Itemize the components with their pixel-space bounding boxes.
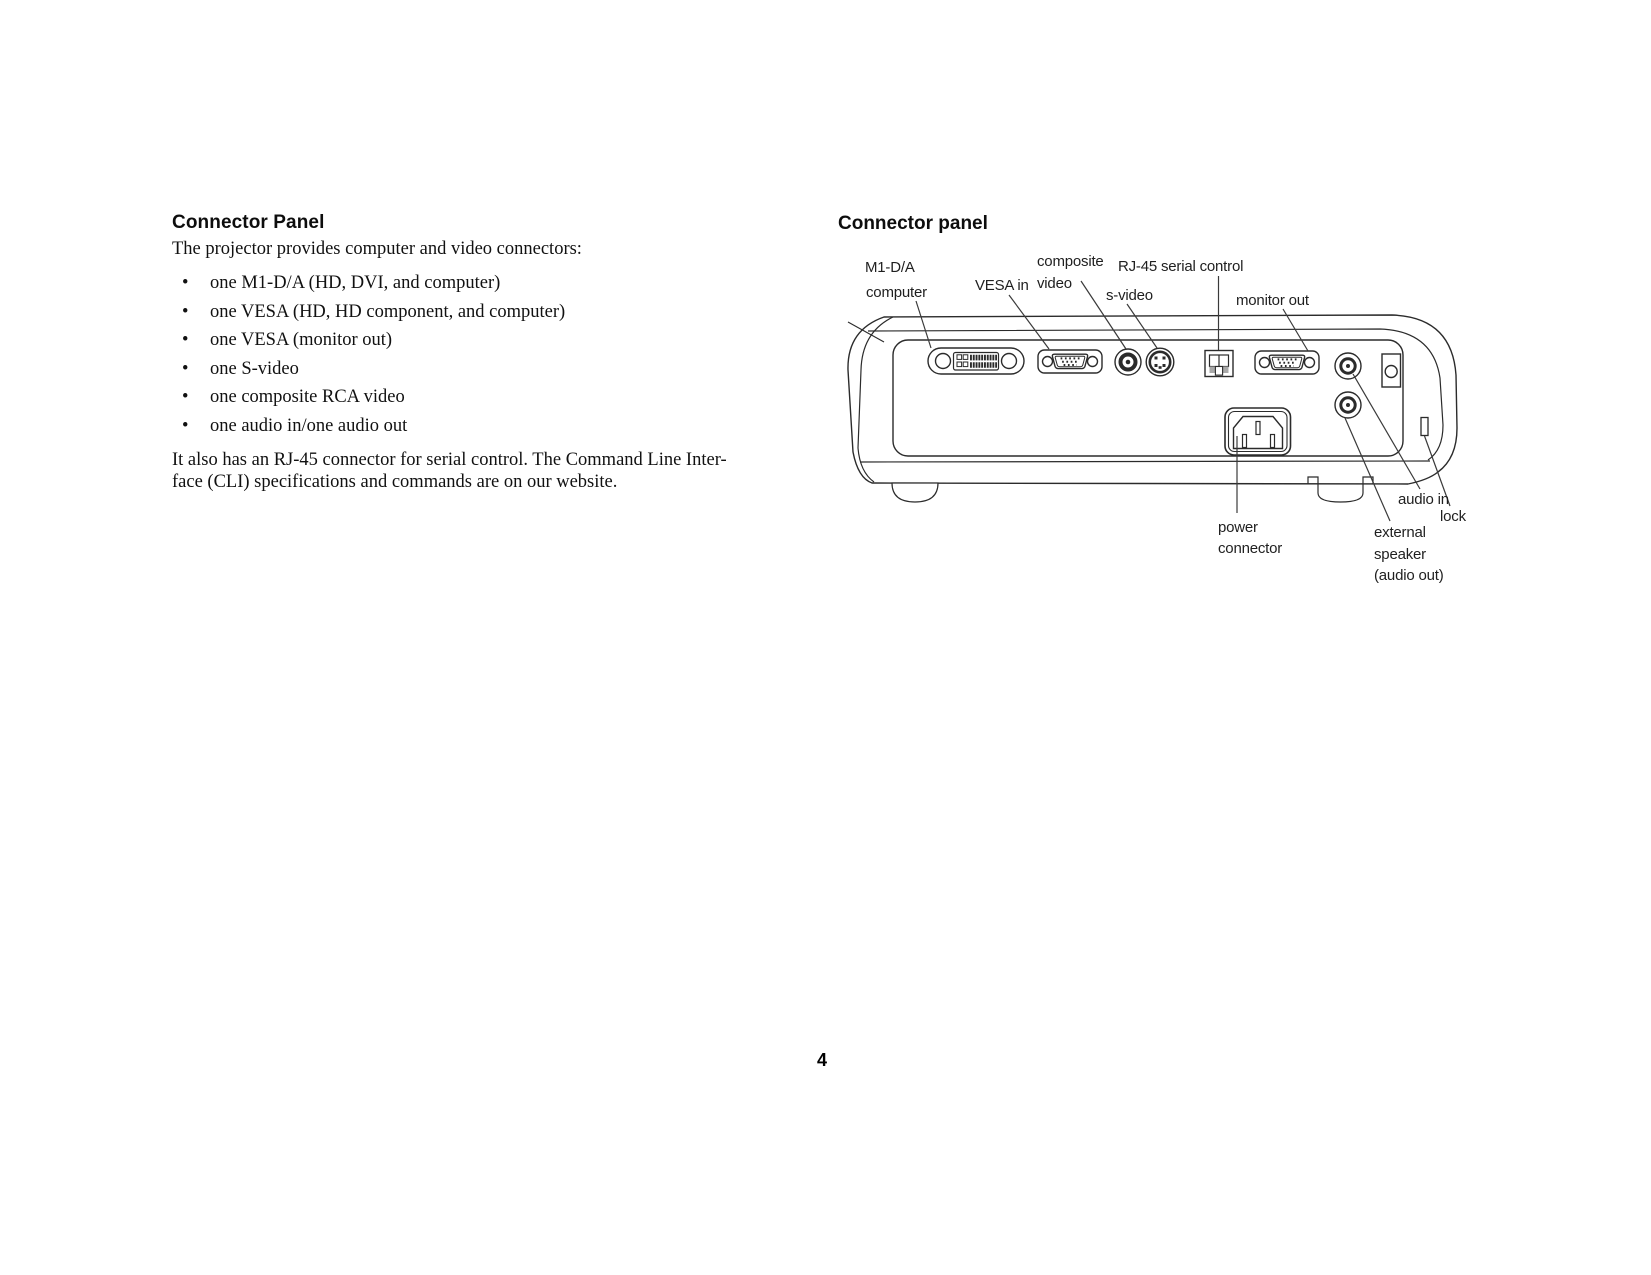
svideo-label: s-video (1106, 287, 1153, 304)
monitor-out-label: monitor out (1236, 292, 1310, 309)
power-label: power (1218, 519, 1258, 536)
list-item: one VESA (HD, HD component, and computer… (172, 298, 565, 327)
audio-in-leader-line (1352, 373, 1421, 490)
list-item: one composite RCA video (172, 383, 565, 412)
m1-da-connector (927, 347, 1025, 375)
body-paragraph: It also has an RJ-45 connector for seria… (172, 449, 727, 494)
composite-leader-line (1080, 280, 1127, 350)
m1-label: computer (866, 284, 927, 301)
list-item: one VESA (monitor out) (172, 326, 565, 355)
section-heading: Connector Panel (172, 212, 325, 233)
vesa-in-label: VESA in (975, 277, 1029, 294)
paragraph-line: face (CLI) specifications and commands a… (172, 472, 618, 493)
lock-leader-line (1423, 435, 1451, 507)
leader-lines (915, 276, 1451, 522)
text-column: Connector Panel The projector provides c… (172, 212, 812, 492)
composite-video-connector (1114, 348, 1142, 376)
unlabeled-port (1381, 353, 1402, 388)
vesa-leader-line (1008, 294, 1050, 350)
intro-text: The projector provides computer and vide… (172, 239, 582, 259)
rj45-label: RJ-45 serial control (1118, 258, 1243, 275)
svideo-leader-line (1126, 303, 1158, 349)
left-foot (891, 482, 939, 503)
external-speaker-label: external (1374, 524, 1426, 541)
diagram-heading: Connector panel (838, 213, 988, 234)
m1-leader-line (915, 300, 932, 349)
s-video-connector (1145, 347, 1175, 377)
monitor-leader-line (1282, 308, 1309, 352)
external-speaker-label: speaker (1374, 546, 1426, 563)
list-item: one S-video (172, 355, 565, 384)
external-speaker-label: (audio out) (1374, 567, 1444, 584)
external-speaker-leader-line (1344, 417, 1391, 522)
lock-label: lock (1440, 508, 1467, 525)
right-foot (1307, 476, 1374, 503)
power-connector (1224, 407, 1292, 456)
audio-in-label: audio in (1398, 491, 1449, 508)
composite-label: video (1037, 275, 1072, 292)
rj45-connector (1204, 349, 1234, 378)
power-label: connector (1218, 540, 1282, 557)
lock-slot (1420, 416, 1429, 437)
page-number: 4 (816, 1050, 827, 1070)
m1-label: M1-D/A (865, 259, 915, 276)
composite-label: composite (1037, 253, 1104, 270)
list-item: one M1-D/A (HD, DVI, and computer) (172, 269, 565, 298)
projector-feet (891, 476, 1374, 503)
list-item: one audio in/one audio out (172, 412, 565, 441)
connector-list: one M1-D/A (HD, DVI, and computer) one V… (172, 269, 565, 440)
diagram-labels: M1-D/A computer VESA in composite video … (865, 253, 1467, 584)
paragraph-line: It also has an RJ-45 connector for seria… (172, 450, 727, 470)
